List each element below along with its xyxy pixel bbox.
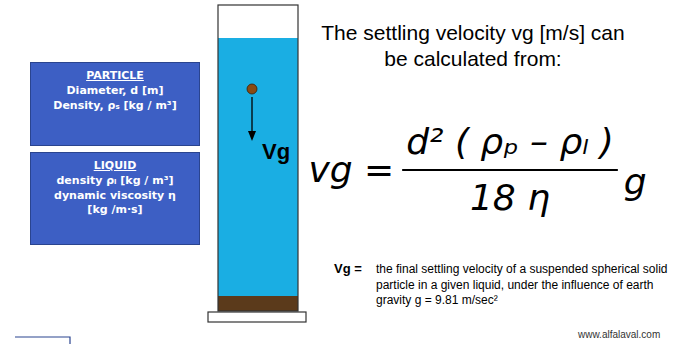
box-body: dynamic viscosity η [kg /m·s] — [50, 189, 180, 218]
formula-numerator: d² ( ρₚ – ρₗ ) — [406, 122, 614, 162]
cylinder-base — [208, 312, 306, 322]
formula-denominator: 18 η — [470, 178, 550, 218]
cylinder-top — [218, 5, 298, 38]
cylinder-wall — [218, 5, 298, 311]
liquid — [218, 38, 298, 296]
velocity-arrow — [251, 97, 252, 132]
box-body: Diameter, d [m] Density, ρₛ [kg / m³] — [50, 84, 180, 113]
particle-dot — [247, 84, 257, 94]
arrow-head — [248, 131, 256, 141]
velocity-symbol: Vg — [262, 139, 290, 165]
box-body: density ρₗ [kg / m³] — [50, 174, 180, 188]
formula-lhs: vg = — [308, 150, 394, 190]
particle-box: PARTICLEDiameter, d [m] Density, ρₛ [kg … — [30, 62, 200, 146]
fraction-bar — [402, 169, 618, 171]
note-symbol: Vg = — [334, 262, 362, 276]
box-heading: LIQUID — [39, 159, 191, 173]
box-heading: PARTICLE — [39, 69, 191, 83]
note-text: the final settling velocity of a suspend… — [376, 262, 672, 309]
sediment — [218, 296, 298, 311]
formula-gravity: g — [624, 162, 647, 202]
heading: The settling velocity vg [m/s] can be ca… — [318, 20, 628, 73]
corner-mark — [15, 337, 70, 344]
liquid-box: LIQUIDdensity ρₗ [kg / m³]dynamic viscos… — [30, 152, 200, 245]
settling-cylinder: Vg — [218, 5, 298, 311]
watermark: www.alfalaval.com — [578, 329, 660, 340]
